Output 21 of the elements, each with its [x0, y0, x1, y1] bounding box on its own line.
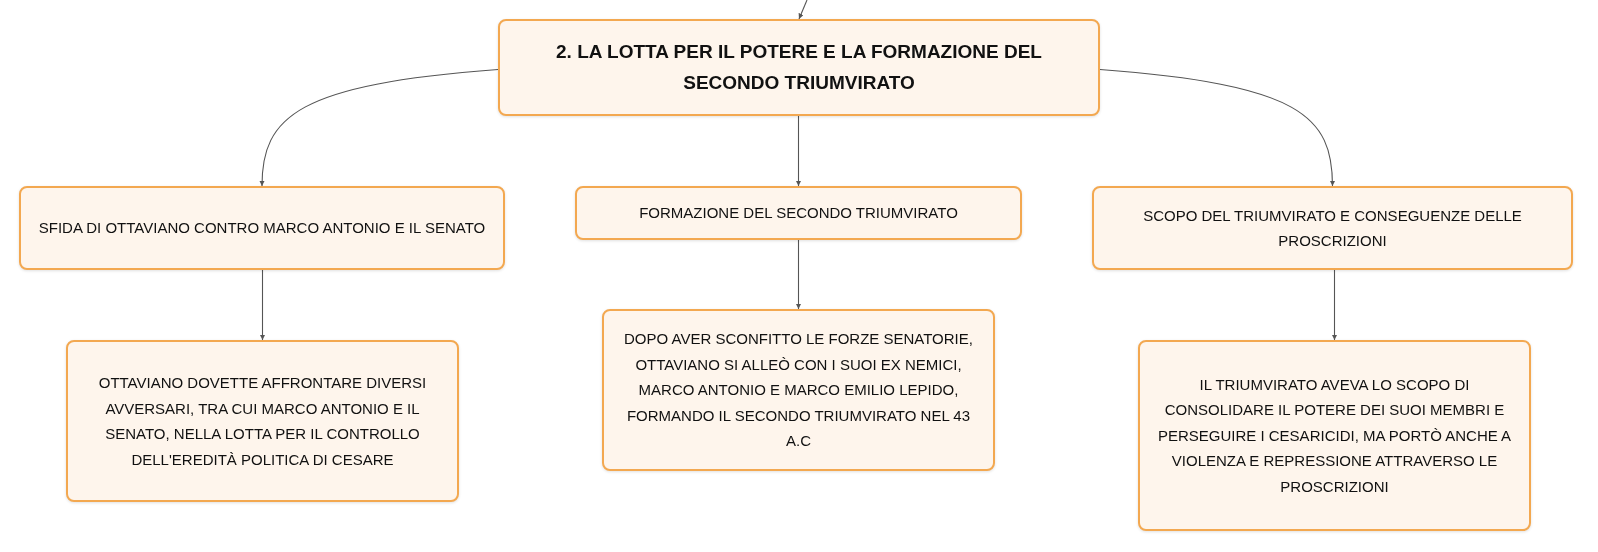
node-text: SFIDA DI OTTAVIANO CONTRO MARCO ANTONIO E IL SENATO [38, 218, 486, 239]
topic-box [1138, 340, 1531, 531]
connector-arrow [795, 115, 802, 187]
connector-arrow [1331, 269, 1338, 341]
node-text: IL TRIUMVIRATO AVEVA LO SCOPO DI CONSOLIDARE IL POTERE DEI SUOI MEMBRI E PERSEGUIRE I CESARICIDI, MA PORTÒ ANCHE A VIOLENZA E REPRESSIONE ATTRAVERSO LE PROSCRIZIONI [1156, 374, 1513, 497]
topic-box [66, 340, 459, 502]
topic-box [1092, 186, 1573, 270]
node-text: OTTAVIANO DOVETTE AFFRONTARE DIVERSI AVVERSARI, TRA CUI MARCO ANTONIO E IL SENATO, NELLA LOTTA PER IL CONTROLLO DELL'EREDITÀ POLITICA DI CESARE [97, 373, 428, 470]
node-text: SCOPO DEL TRIUMVIRATO E CONSEGUENZE DELLE PROSCRIZIONI [1142, 205, 1523, 251]
node-text: DOPO AVER SCONFITTO LE FORZE SENATORIE, OTTAVIANO SI ALLEÒ CON I SUOI EX NEMICI, MARCO ANTONIO E MARCO EMILIO LEPIDO, FORMANDO IL SECONDO TRIUMVIRATO NEL 43 A.C [623, 329, 974, 452]
topic-box [575, 186, 1022, 240]
connector-arrow [259, 269, 266, 341]
topic-box [19, 186, 505, 270]
topic-box [602, 309, 995, 471]
connector-arrow [1099, 68, 1335, 187]
connector-arrow [259, 68, 499, 187]
connector-arrow [795, 239, 802, 310]
node-text: FORMAZIONE DEL SECONDO TRIUMVIRATO [639, 203, 958, 224]
node-text: 2. LA LOTTA PER IL POTERE E LA FORMAZIONE DEL SECONDO TRIUMVIRATO [555, 40, 1043, 95]
title-box [498, 19, 1100, 116]
connector-arrow [798, 0, 808, 20]
